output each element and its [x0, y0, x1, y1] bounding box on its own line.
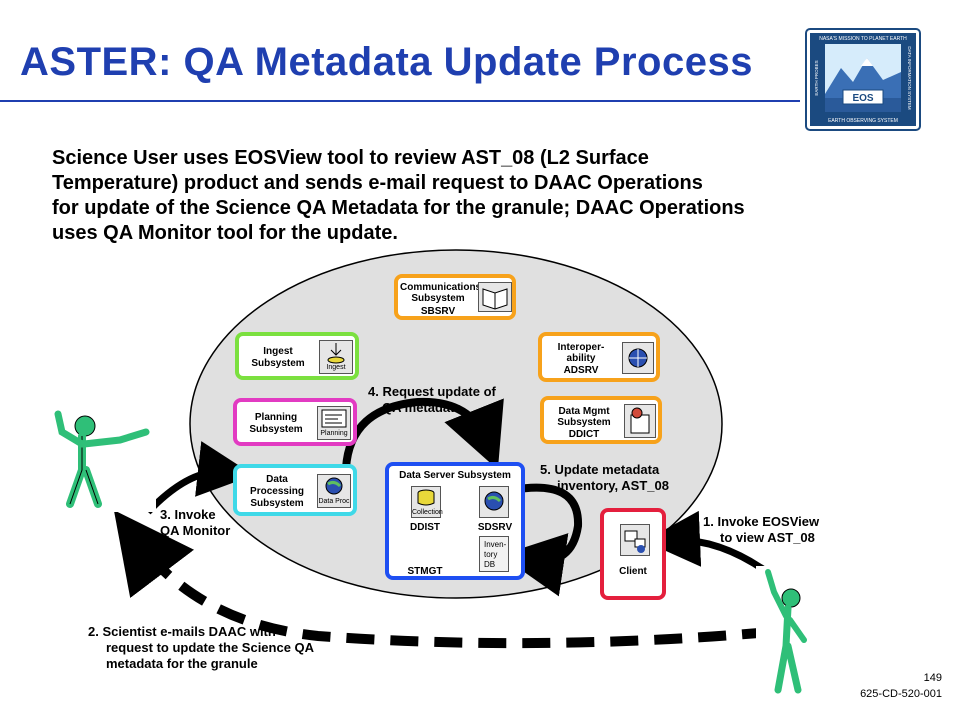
- page-title: ASTER: QA Metadata Update Process: [20, 40, 753, 84]
- scientist-figure-right: [756, 566, 814, 702]
- title-divider: [0, 100, 800, 102]
- client-label: Client: [619, 566, 647, 577]
- ingest-line2: Subsystem: [251, 358, 305, 369]
- communications-line3: SBSRV: [420, 306, 456, 317]
- sdsrv-label: SDSRV: [477, 522, 513, 533]
- communications-line1: Communications: [400, 282, 482, 293]
- data-server-subsystem[interactable]: Data Server Subsystem Collection DDIST S…: [385, 462, 525, 580]
- network-icon: [622, 342, 654, 374]
- sdsrv-globe-icon: [479, 486, 509, 518]
- planning-icon-caption: Planning: [320, 430, 348, 437]
- data-mgmt-subsystem[interactable]: Data Mgmt Subsystem DDICT: [540, 396, 662, 444]
- step4-line1: 4. Request update of: [368, 384, 496, 399]
- communications-subsystem[interactable]: Communications Subsystem SBSRV: [394, 274, 516, 320]
- intro-line: for update of the Science QA Metadata fo…: [52, 197, 745, 219]
- step3-line2: QA Monitor: [160, 523, 231, 538]
- ingest-icon-caption: Ingest: [326, 364, 346, 371]
- intro-line: Temperature) product and sends e-mail re…: [52, 172, 703, 194]
- database-icon: [624, 404, 656, 438]
- inventory-line2: tory: [484, 550, 498, 559]
- intro-line: Science User uses EOSView tool to review…: [52, 147, 649, 169]
- step3-line1: 3. Invoke: [160, 507, 216, 522]
- inventory-line1: Inven-: [484, 540, 507, 549]
- collection-caption: Collection: [412, 509, 443, 516]
- step1-line1: 1. Invoke EOSView: [703, 514, 820, 529]
- interop-line3: ADSRV: [563, 365, 599, 376]
- page-number: 149: [923, 672, 942, 684]
- step2-line2: request to update the Science QA: [106, 640, 315, 655]
- communications-line2: Subsystem: [411, 293, 465, 304]
- ingest-icon: Ingest: [319, 340, 353, 374]
- interoperability-subsystem[interactable]: Interoper- ability ADSRV: [538, 332, 660, 382]
- collection-icon: Collection: [411, 486, 443, 518]
- planning-icon: Planning: [317, 406, 351, 440]
- interop-line2: ability: [566, 353, 596, 364]
- document-number: 625-CD-520-001: [860, 688, 942, 700]
- data-processing-line3: Subsystem: [250, 498, 304, 509]
- step5-line2: inventory, AST_08: [557, 478, 669, 493]
- data-server-title: Data Server Subsystem: [399, 470, 511, 481]
- ddist-label: DDIST: [410, 522, 440, 533]
- ingest-line1: Ingest: [263, 346, 293, 357]
- data-processing-icon-caption: Data Proc: [318, 498, 350, 505]
- data-mgmt-line3: DDICT: [568, 429, 600, 440]
- client-box[interactable]: Client: [600, 508, 666, 600]
- interop-line1: Interoper-: [557, 342, 605, 353]
- planning-line1: Planning: [254, 412, 298, 423]
- step2-line1: 2. Scientist e-mails DAAC with: [88, 624, 276, 639]
- arrow-update-inventory: [500, 483, 583, 597]
- data-processing-line1: Data: [266, 474, 288, 485]
- planning-subsystem[interactable]: Planning Subsystem Planning: [233, 398, 357, 446]
- data-processing-icon: Data Proc: [317, 474, 351, 508]
- ingest-subsystem[interactable]: Ingest Subsystem Ingest: [235, 332, 359, 380]
- data-processing-line2: Processing: [250, 486, 304, 497]
- data-processing-subsystem[interactable]: Data Processing Subsystem Data Proc: [233, 464, 357, 516]
- step2-line3: metadata for the granule: [106, 656, 258, 671]
- intro-line: uses QA Monitor tool for the update.: [52, 222, 398, 244]
- arrow-email-daac: [113, 510, 771, 649]
- logo-badge: EOS: [852, 93, 873, 104]
- logo-bottom-text: EARTH OBSERVING SYSTEM: [828, 118, 898, 124]
- logo-left-text: EARTH PROBES: [814, 60, 819, 95]
- logo-top-text: NASA'S MISSION TO PLANET EARTH: [819, 36, 907, 42]
- scientist-figure-left: [38, 402, 156, 512]
- arrow-invoke-qa-monitor: [145, 441, 254, 515]
- book-icon: [478, 282, 512, 312]
- data-mgmt-line1: Data Mgmt: [558, 406, 610, 417]
- eos-logo: EOS NASA'S MISSION TO PLANET EARTH EARTH…: [805, 28, 921, 131]
- step4-line2: QA metadata: [382, 400, 462, 415]
- planning-line2: Subsystem: [249, 424, 303, 435]
- logo-right-text: DATA INFORMATION SYSTEM: [907, 46, 912, 110]
- intro-paragraph: Science User uses EOSView tool to review…: [52, 146, 912, 246]
- client-computer-icon: [620, 524, 650, 556]
- data-mgmt-line2: Subsystem: [557, 417, 611, 428]
- inventory-db-icon: Inven- tory DB: [479, 536, 509, 572]
- step1-line2: to view AST_08: [720, 530, 815, 545]
- stmgt-label: STMGT: [407, 566, 443, 577]
- arrow-invoke-eosview: [644, 510, 773, 577]
- inventory-line3: DB: [484, 560, 496, 569]
- step5-line1: 5. Update metadata: [540, 462, 660, 477]
